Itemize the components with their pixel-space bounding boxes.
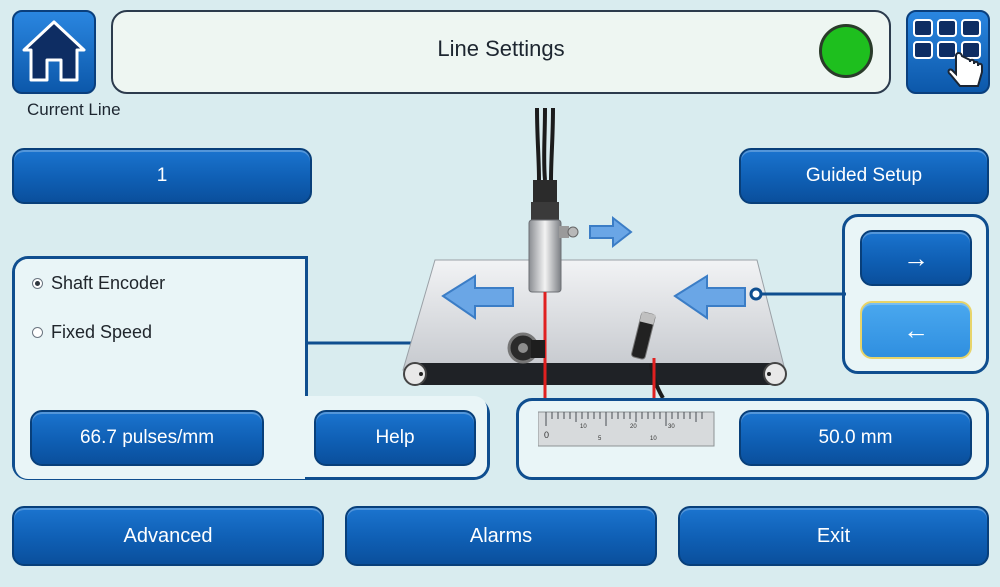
- radio-label-fixed-speed: Fixed Speed: [51, 322, 153, 342]
- grid-touch-icon: [913, 19, 983, 87]
- home-icon: [22, 20, 86, 82]
- ruler-tick-20: 20: [630, 424, 637, 430]
- radio-label-shaft-encoder: Shaft Encoder: [51, 273, 166, 293]
- radio-dot: [32, 327, 43, 338]
- page-title: Line Settings: [437, 36, 565, 61]
- ruler-minor-10: 10: [650, 436, 657, 442]
- radio-shaft-encoder[interactable]: Shaft Encoder: [32, 273, 165, 294]
- ruler: 0 10 20 30 5 10: [538, 411, 715, 447]
- guided-setup-button[interactable]: Guided Setup: [739, 148, 989, 204]
- advanced-button[interactable]: Advanced: [12, 506, 324, 566]
- current-line-button[interactable]: 1: [12, 148, 312, 204]
- conveyor-illustration: [402, 108, 787, 408]
- radio-dot-selected: [32, 278, 43, 289]
- mode-panel-joint: [305, 256, 308, 401]
- ruler-tick-30: 30: [668, 424, 675, 430]
- ruler-tick-10: 10: [580, 424, 587, 430]
- pulses-per-mm-button[interactable]: 66.7 pulses/mm: [30, 410, 264, 466]
- direction-right-button[interactable]: →: [860, 230, 972, 286]
- home-button[interactable]: [12, 10, 96, 94]
- menu-button[interactable]: [906, 10, 990, 94]
- title-bar: Line Settings: [111, 10, 891, 94]
- current-line-label: Current Line: [27, 100, 121, 119]
- exit-button[interactable]: Exit: [678, 506, 989, 566]
- status-indicator: [819, 24, 873, 78]
- connector-right: [749, 287, 846, 301]
- ruler-minor-5: 5: [598, 436, 602, 442]
- distance-button[interactable]: 50.0 mm: [739, 410, 972, 466]
- alarms-button[interactable]: Alarms: [345, 506, 657, 566]
- ruler-tick-0: 0: [544, 430, 549, 440]
- radio-fixed-speed[interactable]: Fixed Speed: [32, 322, 152, 343]
- direction-left-button[interactable]: ←: [860, 301, 972, 359]
- help-button[interactable]: Help: [314, 410, 476, 466]
